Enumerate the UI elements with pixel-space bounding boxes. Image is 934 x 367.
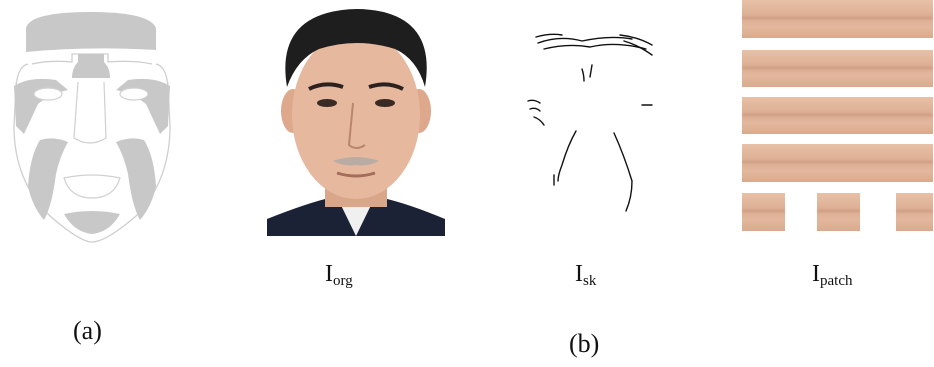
left-under-eye-region bbox=[14, 79, 68, 134]
caption-a: (a) bbox=[73, 318, 102, 344]
right-nasolabial-region bbox=[116, 138, 156, 220]
under-eye-patch bbox=[742, 97, 933, 134]
label-original-image: Iorg bbox=[325, 262, 353, 289]
forehead-patch bbox=[742, 0, 933, 38]
original-face-photo bbox=[267, 7, 445, 236]
skin-patch-set bbox=[741, 0, 933, 232]
chin-region bbox=[64, 211, 120, 234]
forehead-wrinkle-line bbox=[536, 34, 562, 37]
forehead-wrinkle-line bbox=[620, 35, 652, 45]
face-region-mask-diagram bbox=[10, 6, 175, 244]
face-skin bbox=[292, 31, 420, 199]
crows-feet-line bbox=[534, 117, 544, 125]
left-nasolabial-region bbox=[28, 138, 68, 220]
label-sketch-image: Isk bbox=[575, 262, 596, 289]
wrinkle-sketch bbox=[520, 25, 660, 215]
nasolabial-line bbox=[558, 131, 576, 181]
glabella-line bbox=[582, 69, 584, 81]
crows-feet-line bbox=[530, 108, 540, 111]
nasolabial-line bbox=[614, 133, 632, 211]
glabella-patch bbox=[742, 50, 933, 87]
small-patch-left bbox=[742, 193, 785, 231]
small-patch-right bbox=[896, 193, 933, 231]
cheek-patch bbox=[742, 144, 933, 182]
forehead-region bbox=[26, 12, 156, 52]
glabella-line bbox=[590, 65, 592, 77]
caption-b: (b) bbox=[569, 331, 599, 357]
forehead-wrinkle-line bbox=[544, 44, 646, 49]
small-patch-middle bbox=[817, 193, 860, 231]
right-under-eye-region bbox=[116, 79, 170, 134]
forehead-wrinkle-line bbox=[538, 37, 632, 43]
crows-feet-line bbox=[528, 100, 540, 103]
glabella-region bbox=[72, 54, 110, 78]
label-patch-image: Ipatch bbox=[812, 262, 852, 289]
